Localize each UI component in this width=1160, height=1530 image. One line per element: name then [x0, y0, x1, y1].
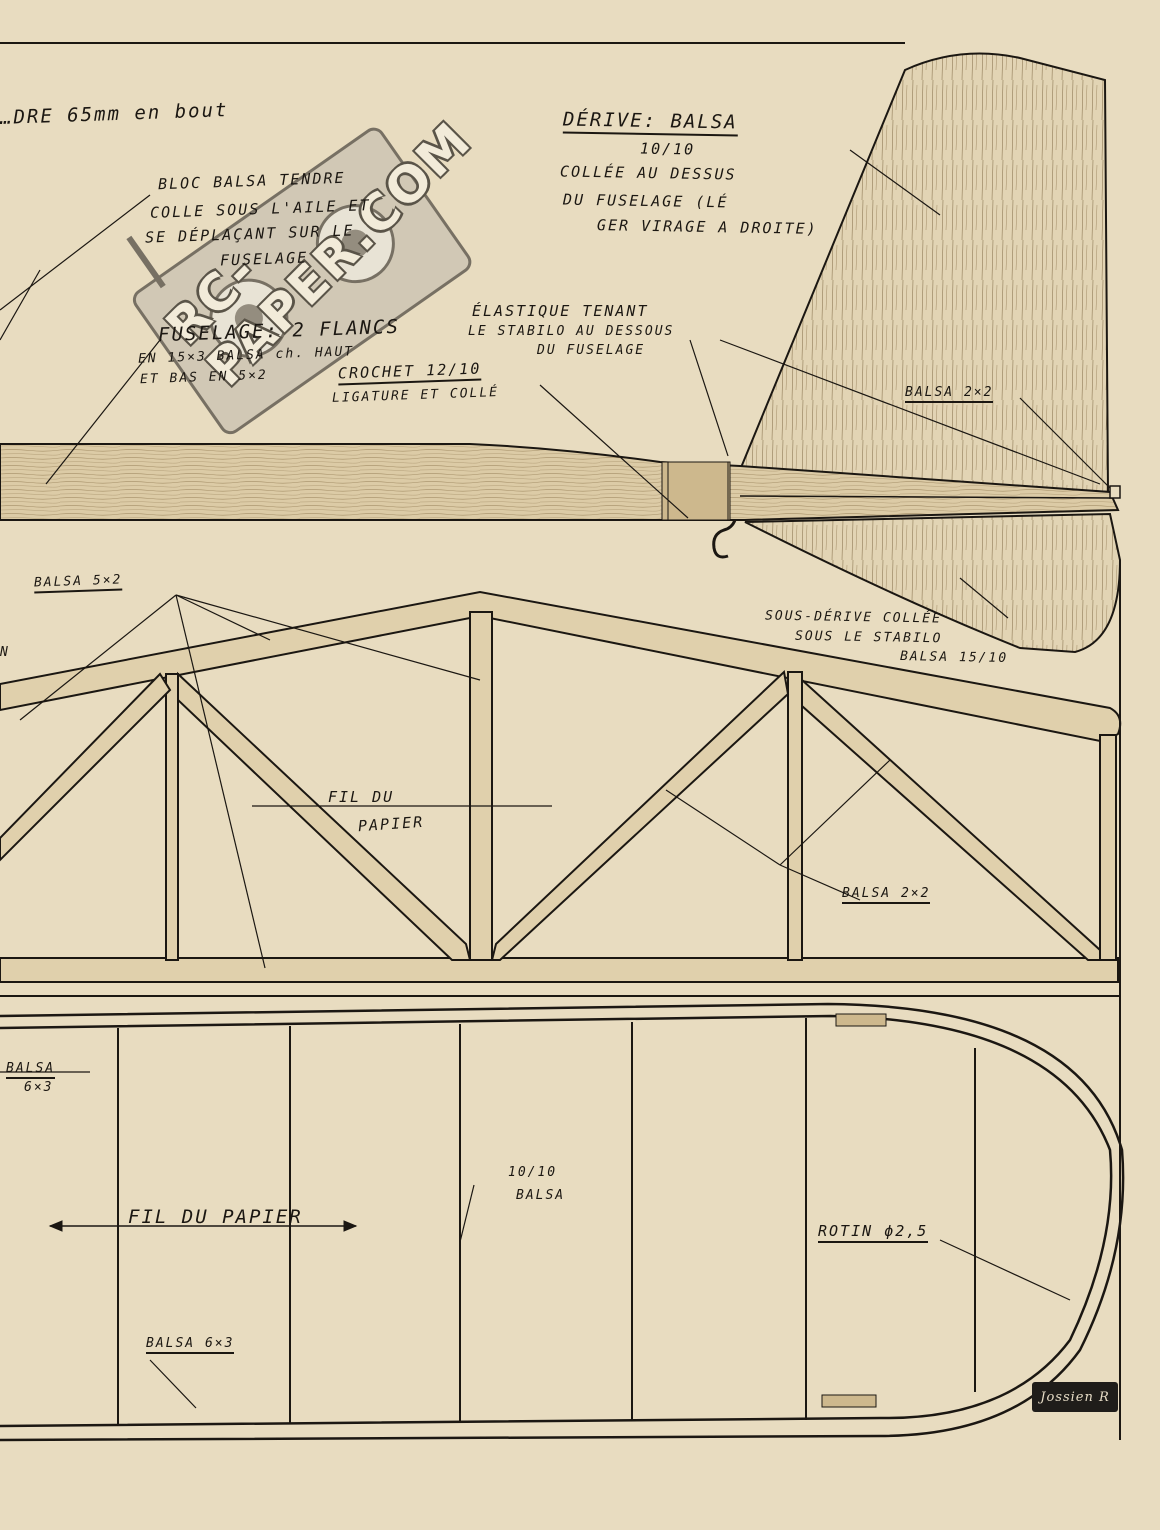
signature-stamp: Jossien R [1032, 1382, 1118, 1412]
label-balsa-6x3-a: BALSA [6, 1061, 56, 1079]
label-edge-n: N [0, 645, 10, 660]
label-balsa-5x2: BALSA 5×2 [33, 572, 123, 594]
sous-derive [744, 512, 1122, 654]
label-derive-3: COLLÉE AU DESSUS [559, 162, 737, 184]
label-sous-derive-2: SOUS LE STABILO [794, 628, 943, 647]
label-sous-derive-3: BALSA 15/10 [899, 649, 1009, 666]
label-ten-balsa: BALSA [516, 1188, 566, 1203]
label-bloc-4: FUSELAGE [219, 248, 309, 270]
label-derive-2: 10/10 [639, 139, 696, 159]
label-elastique-2: LE STABILO AU DESSOUS [468, 324, 675, 339]
fuselage-side [0, 443, 1121, 521]
label-fil-du-papier: FIL DU PAPIER [128, 1206, 303, 1228]
label-rotin: ROTIN ϕ2,5 [818, 1222, 929, 1243]
label-derive-1: DÉRIVE: BALSA [562, 108, 738, 137]
edge-line [0, 269, 41, 341]
label-ten-ten: 10/10 [508, 1165, 558, 1180]
hook-crochet [712, 519, 737, 559]
watermark-logo: RC-PAPER.COM [95, 85, 515, 485]
label-sous-derive-1: SOUS-DÉRIVE COLLÉE [764, 608, 943, 627]
label-balsa-6x3-b: 6×3 [24, 1080, 54, 1095]
label-balsa-2x2-mid: BALSA 2×2 [842, 886, 931, 904]
label-fil-du: FIL DU [328, 788, 395, 806]
leader-lines [0, 149, 1111, 1409]
fin-derive [738, 52, 1110, 494]
label-balsa-2x2-top: BALSA 2×2 [905, 385, 994, 403]
label-balsa-6x3-bottom: BALSA 6×3 [146, 1336, 235, 1354]
label-derive-4: DU FUSELAGE (LÉ [562, 190, 729, 212]
label-elastique-1: ÉLASTIQUE TENANT [472, 302, 649, 320]
label-derive-5: GER VIRAGE A DROITE) [596, 216, 818, 238]
label-elastique-3: DU FUSELAGE [537, 343, 646, 358]
stabilizer-plan [0, 1002, 1125, 1442]
